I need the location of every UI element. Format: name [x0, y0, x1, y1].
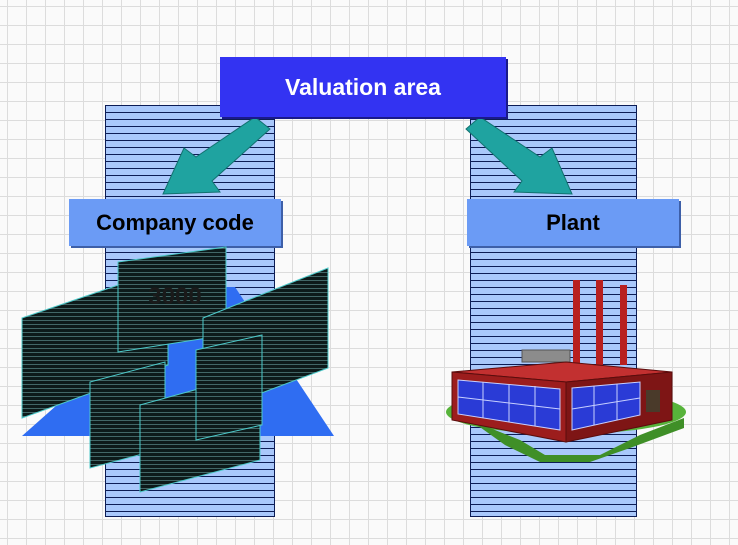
company-code-label: Company code	[96, 209, 254, 235]
factory-ground-lower	[470, 418, 684, 462]
right-down-arrow-icon	[465, 116, 573, 195]
factory-vent	[521, 349, 571, 363]
building-panel-front	[195, 334, 263, 441]
company-code-value: 3000	[148, 283, 201, 310]
plant-box: Plant	[467, 199, 679, 246]
left-down-arrow-icon	[162, 116, 271, 195]
chimney-1	[573, 280, 580, 365]
valuation-area-label: Valuation area	[285, 73, 441, 100]
company-code-box: Company code	[69, 199, 281, 246]
factory-window-grid	[457, 382, 641, 426]
plant-label: Plant	[546, 209, 600, 235]
factory-door	[646, 390, 660, 412]
valuation-area-box: Valuation area	[220, 57, 506, 117]
chimney-2	[596, 280, 603, 365]
chimney-3	[620, 285, 627, 365]
